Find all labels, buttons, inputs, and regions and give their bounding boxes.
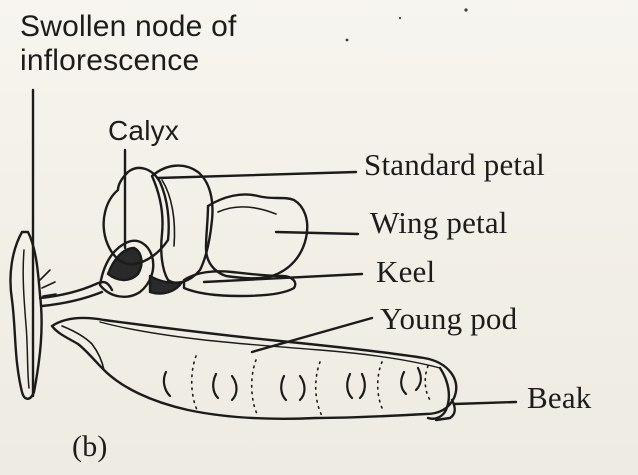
paper-speckles bbox=[346, 8, 468, 41]
standard-petal-leader-line bbox=[158, 172, 356, 178]
pod-dotted-lines bbox=[192, 356, 430, 416]
speckle-2 bbox=[346, 39, 349, 42]
keel-label: Keel bbox=[376, 255, 435, 289]
wing-petal-outline bbox=[206, 194, 307, 278]
standard-petal-label: Standard petal bbox=[364, 148, 545, 182]
wing-petal-inner-curve bbox=[218, 207, 276, 214]
ovule-3 bbox=[232, 376, 237, 400]
stem-inner-ridge bbox=[23, 250, 29, 388]
young-pod-leader-line bbox=[252, 318, 372, 352]
wing-petal-leader-line bbox=[276, 232, 358, 234]
node-bristles bbox=[40, 270, 56, 296]
dotted-line-5 bbox=[425, 366, 430, 400]
ovule-9 bbox=[416, 368, 421, 390]
ovule-1 bbox=[164, 372, 170, 396]
young-pod-label: Young pod bbox=[380, 302, 517, 336]
dotted-line-1 bbox=[192, 356, 198, 412]
ovule-7 bbox=[360, 374, 365, 398]
ovule-2 bbox=[213, 374, 218, 398]
swollen-node-label-line1: Swollen node of bbox=[20, 10, 237, 44]
beak-leader-line bbox=[454, 402, 516, 404]
dotted-line-3 bbox=[316, 362, 322, 416]
pod-ovules bbox=[164, 368, 421, 400]
calyx-label: Calyx bbox=[108, 114, 179, 148]
ovule-6 bbox=[347, 374, 352, 398]
speckle-3 bbox=[399, 17, 401, 19]
dotted-line-2 bbox=[252, 360, 258, 416]
ovule-5 bbox=[300, 376, 305, 400]
wing-petal-label: Wing petal bbox=[370, 206, 508, 240]
figure-tag: (b) bbox=[72, 430, 108, 464]
speckle-1 bbox=[464, 8, 467, 11]
dotted-line-4 bbox=[378, 362, 384, 412]
keel-outline bbox=[184, 271, 295, 296]
swollen-node-stem bbox=[10, 232, 41, 399]
ovule-4 bbox=[281, 376, 286, 400]
swollen-node-label-line2: inflorescence bbox=[20, 44, 199, 78]
ovule-8 bbox=[401, 372, 406, 394]
beak-label: Beak bbox=[527, 381, 592, 415]
